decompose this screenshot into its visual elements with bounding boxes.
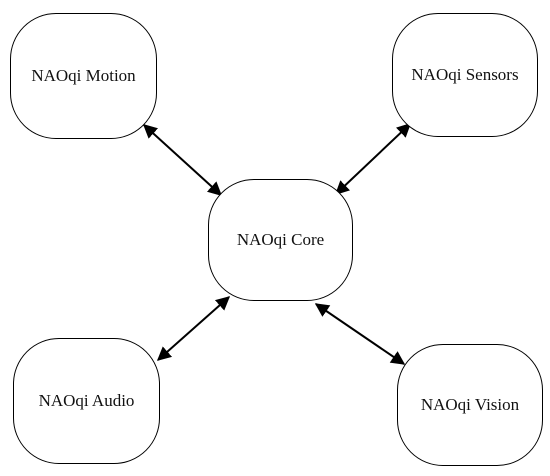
link-core-motion: [142, 124, 223, 196]
node-naoqi-sensors: NAOqi Sensors: [392, 13, 538, 137]
node-label-audio: NAOqi Audio: [38, 390, 135, 410]
node-label-motion: NAOqi Motion: [31, 65, 136, 85]
node-label-core: NAOqi Core: [236, 229, 325, 249]
node-label-sensors: NAOqi Sensors: [411, 64, 519, 84]
node-naoqi-vision: NAOqi Vision: [397, 344, 543, 466]
node-naoqi-core: NAOqi Core: [208, 179, 353, 301]
link-core-vision: [314, 303, 406, 365]
link-core-audio: [156, 296, 231, 361]
node-label-vision: NAOqi Vision: [420, 394, 520, 414]
node-naoqi-motion: NAOqi Motion: [10, 13, 157, 139]
link-core-sensors: [334, 123, 412, 195]
node-naoqi-audio: NAOqi Audio: [13, 338, 160, 464]
